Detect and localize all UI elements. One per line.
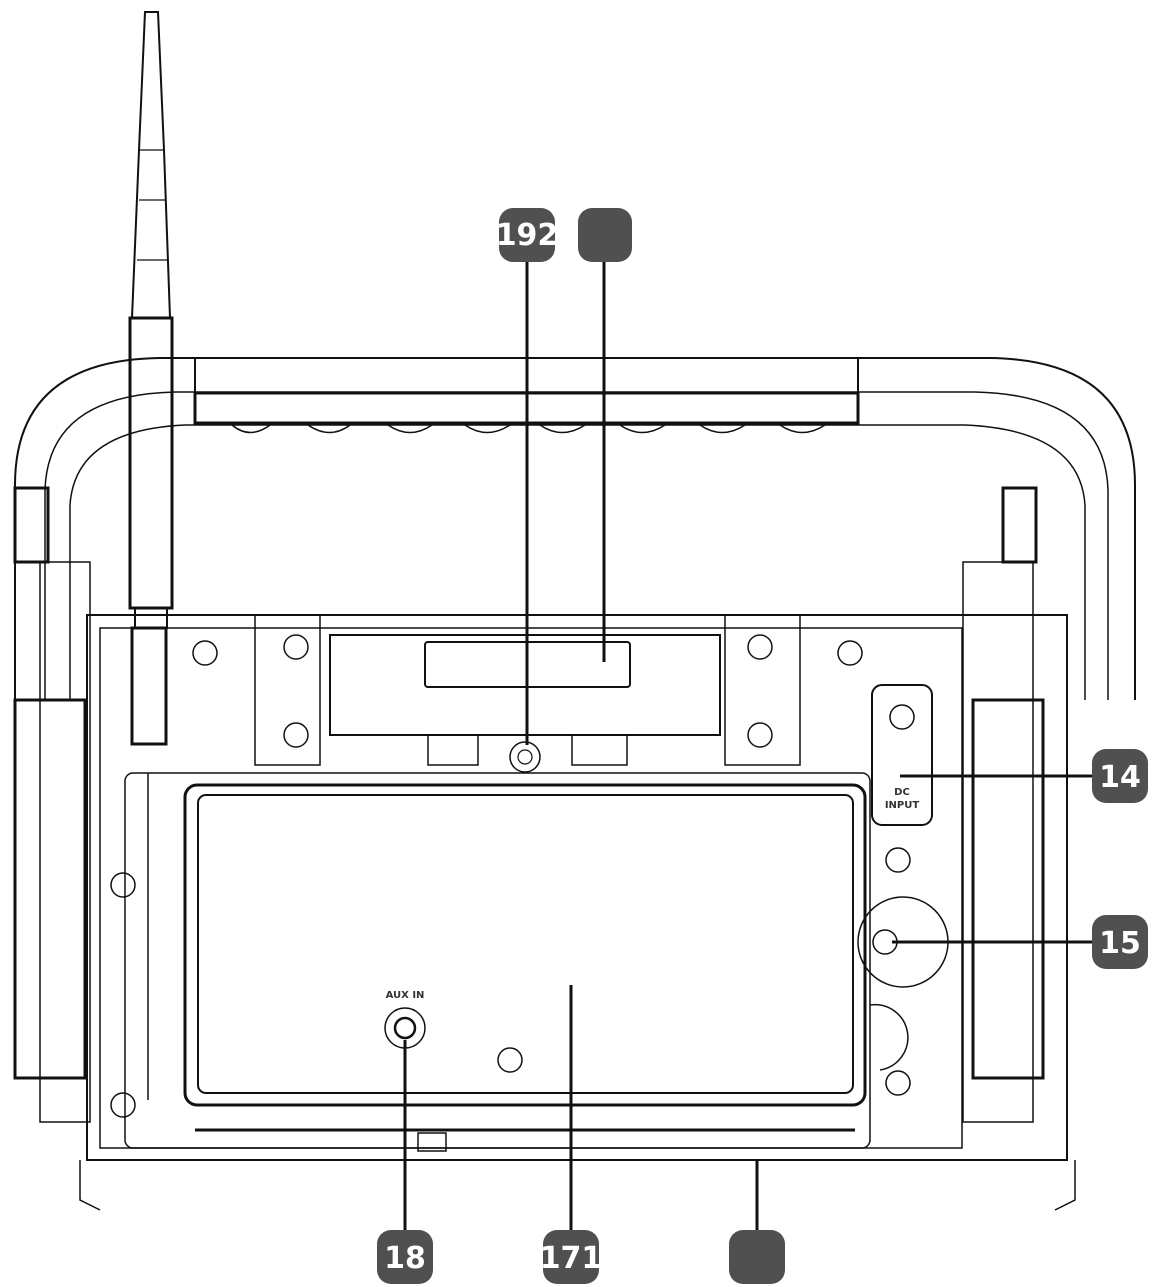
callout-17-16: 171: [540, 1230, 603, 1284]
callout-bottom-blank: [729, 1230, 785, 1284]
battery-compartment: [124, 772, 871, 1152]
carry-handle: [13, 357, 1136, 700]
aux-in-label: AUX IN: [386, 990, 425, 1001]
input-label: INPUT: [885, 800, 920, 811]
callout-19-20: 192: [496, 208, 559, 262]
svg-text:14: 14: [1099, 760, 1141, 795]
svg-text:192: 192: [496, 218, 559, 253]
dc-label: DC: [894, 787, 910, 798]
svg-text:171: 171: [540, 1241, 603, 1276]
callout-top-blank: [578, 208, 632, 262]
antenna: [128, 11, 174, 746]
screws: [110, 634, 911, 1118]
round-ports: [857, 896, 949, 1071]
housing-body: [13, 561, 1076, 1211]
aux-in-jack: AUX IN: [384, 990, 426, 1049]
callout-badges: 192 14 15 18 171: [377, 208, 1148, 1284]
dc-input-cover: DC INPUT: [871, 684, 933, 826]
callout-18: 18: [377, 1230, 433, 1284]
leader-lines: [403, 262, 1092, 1235]
callout-14: 14: [1092, 749, 1148, 803]
svg-text:15: 15: [1099, 926, 1141, 961]
callout-15: 15: [1092, 915, 1148, 969]
svg-text:18: 18: [384, 1241, 426, 1276]
